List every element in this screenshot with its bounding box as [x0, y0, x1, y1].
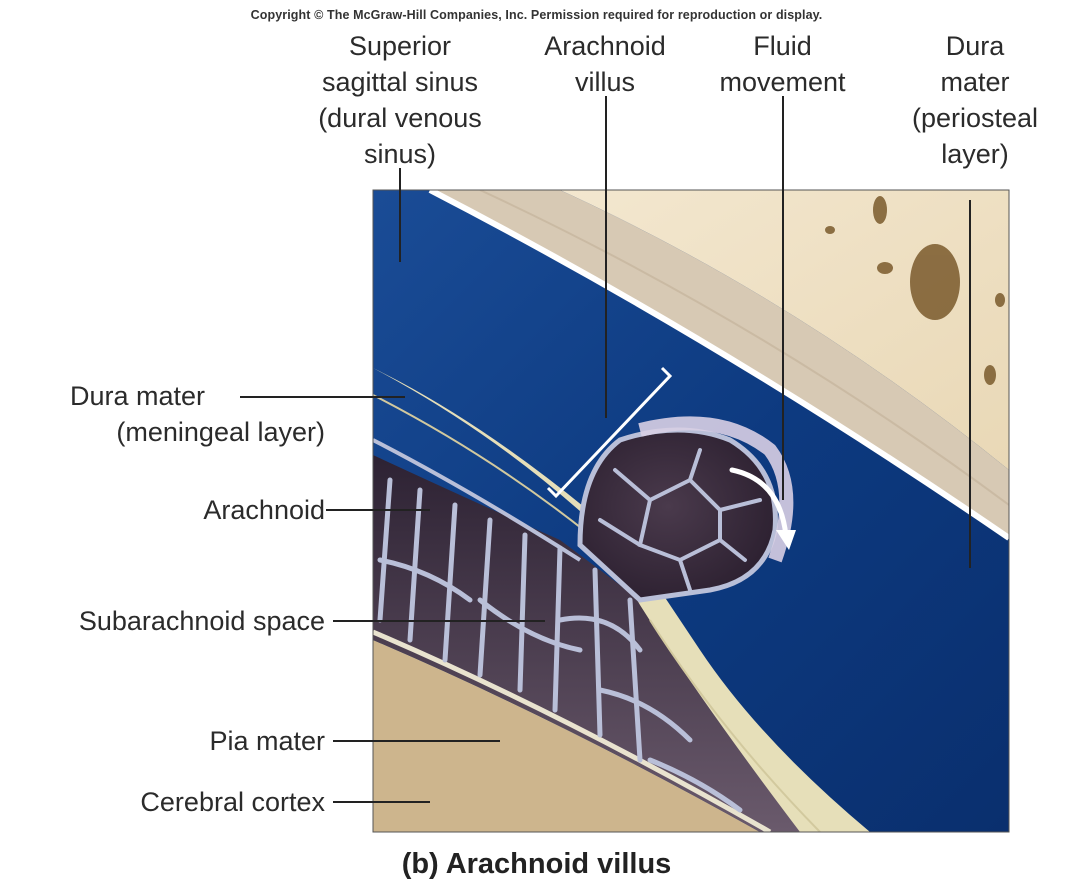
copyright-notice: Copyright © The McGraw-Hill Companies, I…	[0, 8, 1073, 22]
label-subarachnoid-space: Subarachnoid space	[0, 603, 325, 639]
label-arachnoid-villus: Arachnoid villus	[515, 28, 695, 100]
figure-caption: (b) Arachnoid villus	[0, 848, 1073, 881]
label-pia-mater: Pia mater	[100, 723, 325, 759]
label-arachnoid: Arachnoid	[100, 492, 325, 528]
label-cerebral-cortex: Cerebral cortex	[40, 784, 325, 820]
label-dura-mater-meningeal: Dura mater (meningeal layer)	[20, 378, 325, 450]
label-superior-sagittal-sinus: Superior sagittal sinus (dural venous si…	[285, 28, 515, 172]
label-dura-mater-periosteal: Dura mater (periosteal layer)	[890, 28, 1060, 172]
label-fluid-movement: Fluid movement	[695, 28, 870, 100]
arachnoid-villus	[580, 430, 775, 600]
